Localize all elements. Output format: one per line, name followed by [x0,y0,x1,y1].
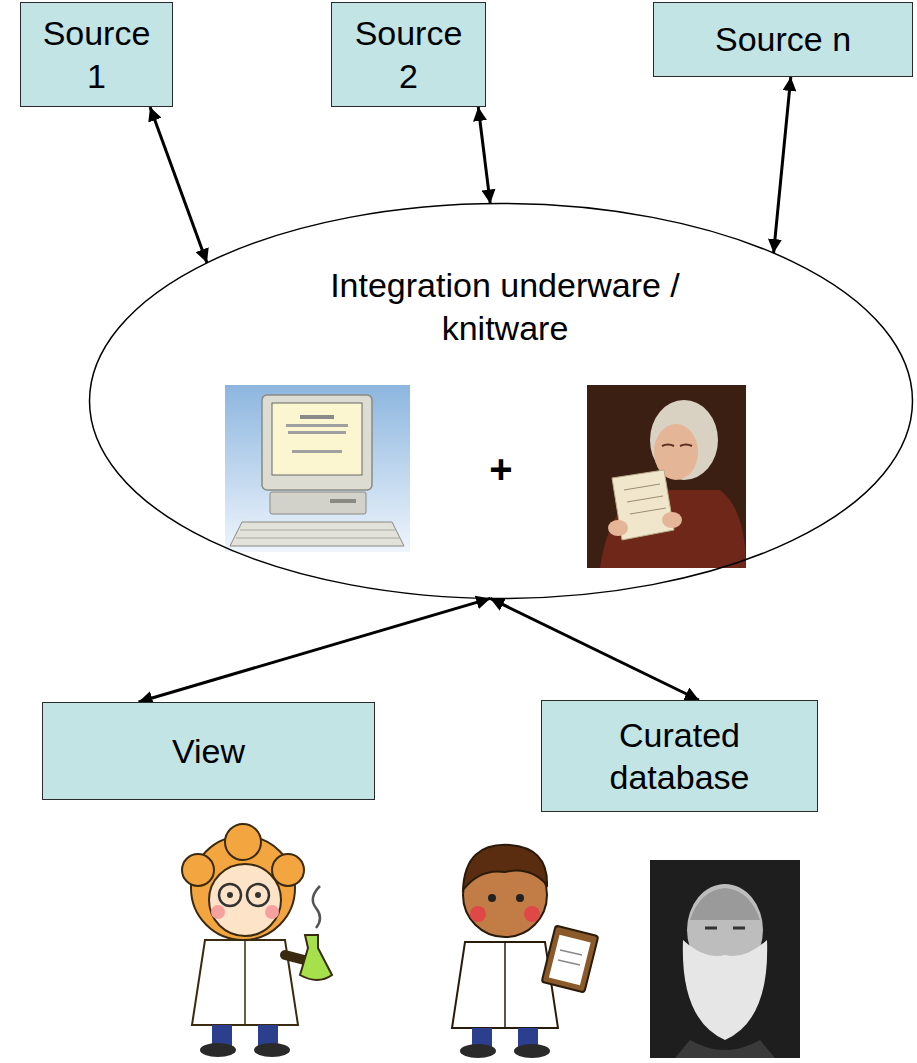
girl-scientist-part [225,824,261,860]
computer-icon-part [240,530,396,531]
boy-scientist-part [488,894,496,902]
computer-icon-part [262,395,372,490]
double-arrow [774,77,791,253]
girl-scientist-part [313,886,320,928]
boy-scientist [452,845,598,1058]
double-arrow [490,598,699,700]
boy-scientist-part [524,906,540,922]
boy-scientist-part [460,1044,496,1058]
bearded-man-photo [650,860,800,1058]
boy-scientist-part [560,950,582,955]
computer-icon [225,385,410,552]
girl-scientist-part [211,905,225,919]
computer-icon-part [230,522,404,546]
reader-portrait-part [624,484,660,490]
process-box: Curated database [541,700,818,812]
reader-portrait-part [662,445,692,447]
girl-scientist-part [255,892,261,898]
bearded-man-photo-part [690,888,760,920]
bearded-man-photo-part [705,927,745,930]
process-box: Source n [653,2,913,77]
plus-sign: + [471,444,531,494]
reader-portrait-part [630,508,666,514]
computer-icon-part [300,415,334,419]
reader-portrait-part [608,520,628,536]
process-box: View [42,702,375,800]
node-label: Integration underware / knitware [305,264,705,349]
node-label: View [172,730,245,773]
process-box: Source 1 [20,2,173,107]
girl-scientist [182,824,332,1057]
reader-portrait [587,385,746,568]
reader-portrait-part [587,385,746,568]
computer-icon-part [286,424,348,427]
computer-icon-part [272,403,362,475]
reader-portrait-part [662,512,682,528]
bearded-man-photo-part [650,860,800,1058]
girl-scientist-part [300,935,332,980]
text-slot: Integration underware / knitware [305,264,705,349]
girl-scientist-part [247,884,269,906]
node-label: Source 1 [30,12,163,97]
computer-icon-part [292,450,342,453]
node-label: Source 2 [341,12,476,97]
bearded-man-photo-part [675,1040,775,1058]
computer-icon-part [225,385,410,552]
girl-scientist-part [227,892,233,898]
ellipse-outline [88,202,914,600]
boy-scientist-part [470,906,486,922]
double-arrow [150,107,207,263]
computer-icon-part [330,499,356,503]
ellipse-outline [90,204,913,599]
girl-scientist-part [182,854,214,886]
computer-icon-part [270,492,366,514]
computer-icon-part [288,431,346,434]
boy-scientist-part [549,935,591,985]
double-arrow [478,107,490,204]
boy-scientist-part [542,926,599,993]
girl-scientist-part [200,1043,236,1057]
boy-scientist-part [516,894,524,902]
girl-scientist-part [254,1043,290,1057]
girl-scientist-part [265,905,279,919]
process-box: Source 2 [331,2,486,107]
boy-scientist-part [558,960,580,965]
reader-portrait-part [650,400,718,480]
reader-portrait-part [627,496,663,502]
boy-scientist-part [463,845,547,890]
girl-scientist-part [209,864,281,936]
bearded-man-photo-part [683,940,767,1040]
integration-ellipse: Integration underware / knitware + [88,202,914,600]
computer-icon-part [236,538,400,539]
double-arrow [139,598,491,702]
node-label: Curated database [551,714,808,799]
girl-scientist-part [219,884,241,906]
girl-scientist-part [244,940,246,1025]
boy-scientist-part [504,942,506,1028]
boy-scientist-part [514,1044,550,1058]
boy-scientist-part [452,942,558,1028]
node-label: Source n [715,18,851,61]
text-slot: + [471,444,531,494]
